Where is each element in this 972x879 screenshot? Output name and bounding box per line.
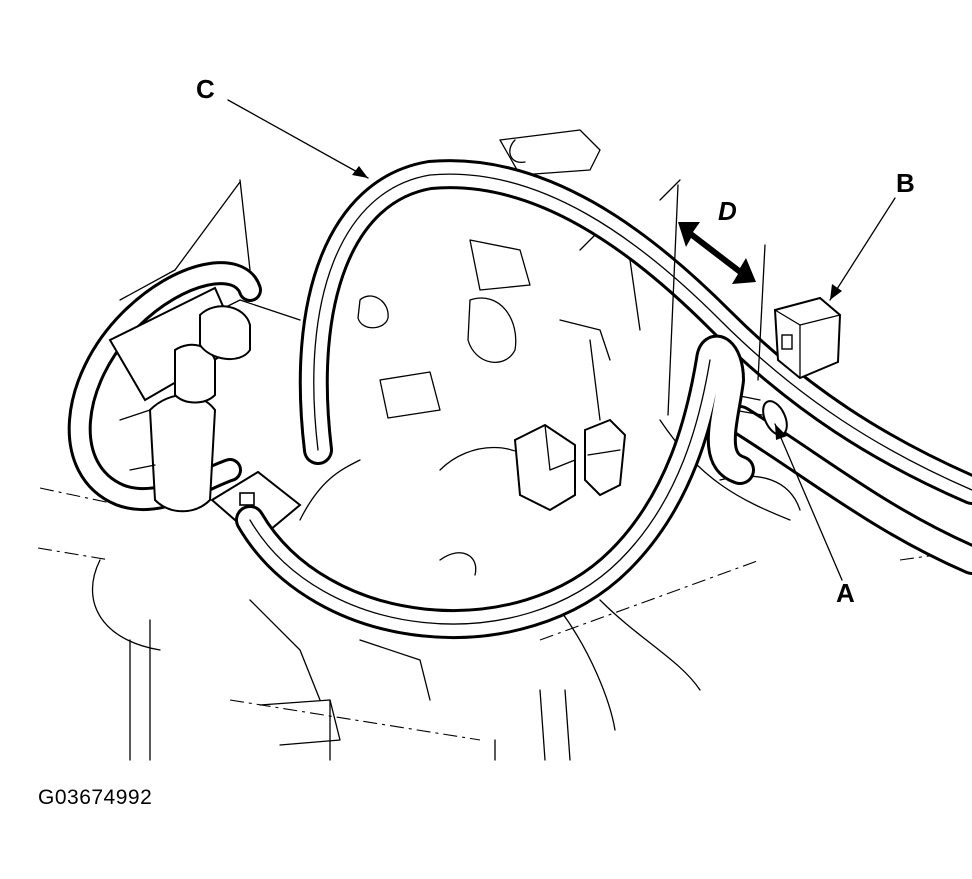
connector-b — [773, 296, 842, 380]
callout-b: B — [896, 168, 915, 198]
dimension-d — [667, 184, 766, 416]
callout-c: C — [196, 74, 215, 104]
harness-clip-connectors — [513, 418, 627, 512]
left-harness-loop — [67, 261, 262, 513]
wire-harness-loop — [235, 334, 755, 639]
figure-id: G03674992 — [38, 786, 153, 809]
callout-d: D — [718, 196, 737, 226]
callout-a: A — [836, 578, 855, 608]
leader-lines — [227, 99, 896, 581]
wire-harness-c — [298, 159, 972, 505]
